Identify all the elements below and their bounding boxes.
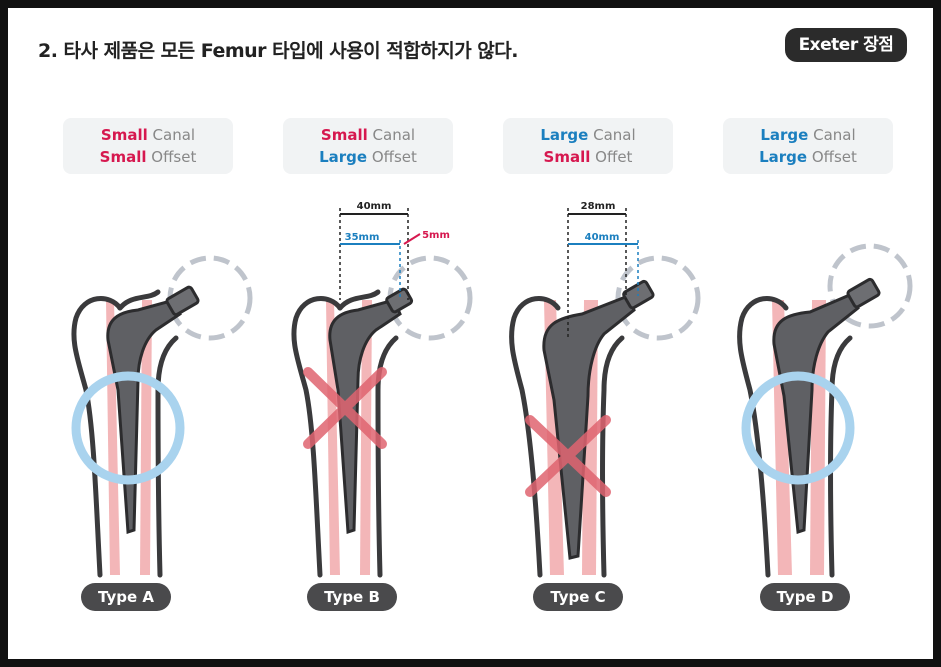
offset-word: Offset: [151, 148, 197, 166]
type-pill-c: Type C: [533, 583, 623, 611]
dim-outer: 28mm: [581, 201, 616, 212]
canal-size: Small: [100, 126, 148, 144]
label-box-type-b: Small Canal Large Offset: [283, 118, 453, 174]
canal-size: Large: [760, 126, 809, 144]
femur-type-d: [737, 243, 913, 578]
dim-inner: 40mm: [585, 232, 620, 243]
fit-circle-icon: [71, 371, 185, 485]
dims-type-b: 40mm 35mm 5mm: [339, 201, 450, 300]
offset-word: Offset: [811, 148, 857, 166]
dim-gap: 5mm: [422, 230, 450, 241]
type-pill-d: Type D: [760, 583, 850, 611]
cross-icon: [303, 367, 387, 449]
canal-word: Canal: [372, 126, 416, 144]
cross-icon: [525, 415, 611, 497]
page-title: 2. 타사 제품은 모든 Femur 타입에 사용이 적합하지가 않다.: [38, 40, 518, 62]
femur-type-c: [509, 255, 701, 578]
canal-size: Small: [320, 126, 368, 144]
offset-size: Small: [99, 148, 147, 166]
dim-inner: 35mm: [345, 232, 380, 243]
femur-type-b: [294, 258, 470, 575]
dim-outer: 40mm: [357, 201, 392, 212]
femur-type-a: [74, 258, 250, 575]
label-box-type-a: Small Canal Small Offset: [63, 118, 233, 174]
canal-word: Canal: [152, 126, 196, 144]
offset-word: Offet: [595, 148, 633, 166]
type-pill-a: Type A: [81, 583, 171, 611]
offset-size: Large: [759, 148, 808, 166]
canal-word: Canal: [593, 126, 636, 144]
offset-size: Small: [543, 148, 591, 166]
canal-size: Large: [540, 126, 589, 144]
fit-circle-icon: [741, 371, 855, 485]
dims-type-c: 28mm 40mm: [567, 201, 639, 340]
label-box-type-d: Large Canal Large Offset: [723, 118, 893, 174]
offset-word: Offset: [371, 148, 417, 166]
brand-badge: Exeter 장점: [785, 28, 907, 62]
label-box-type-c: Large Canal Small Offet: [503, 118, 673, 174]
offset-size: Large: [319, 148, 368, 166]
canal-word: Canal: [813, 126, 856, 144]
type-pill-b: Type B: [307, 583, 397, 611]
